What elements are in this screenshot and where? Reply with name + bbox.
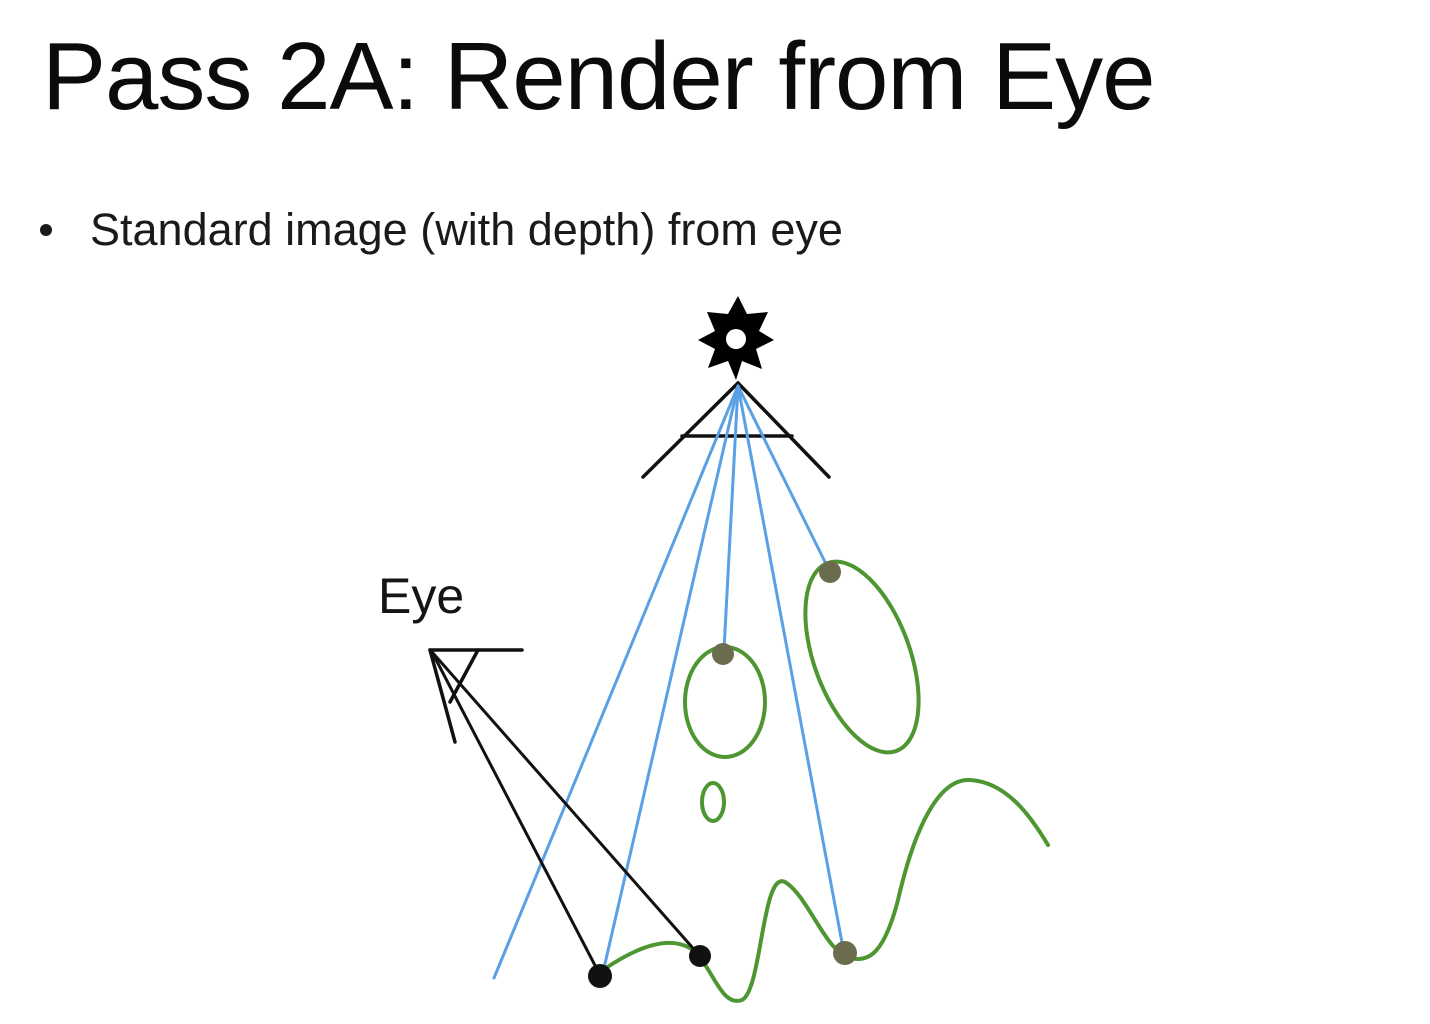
bullet-dot: [40, 224, 52, 236]
hit-point: [833, 941, 857, 965]
slide-title: Pass 2A: Render from Eye: [42, 23, 1155, 130]
tall-ellipse-object: [803, 559, 921, 755]
hit-point: [819, 561, 841, 583]
bullet-list: Standard image (with depth) from eye: [40, 200, 843, 260]
eye-camera-left-edge: [428, 648, 457, 744]
light-ray: [602, 384, 740, 970]
tiny-ellipse-object: [700, 781, 726, 823]
eye-ray: [430, 650, 701, 957]
sun-center: [726, 329, 746, 349]
light-camera-icon: [641, 381, 831, 479]
light-ray: [736, 384, 830, 570]
light-rays: [492, 384, 845, 980]
light-camera-right-edge: [736, 381, 831, 479]
scene-geometry: [604, 559, 1050, 1003]
eye-ray: [430, 650, 602, 977]
light-ray: [736, 384, 845, 950]
bullet-text: Standard image (with depth) from eye: [90, 204, 843, 255]
light-camera-left-edge: [641, 381, 740, 479]
eye-rays: [430, 650, 701, 977]
light-hit-points: [712, 561, 857, 965]
light-ray: [722, 384, 740, 652]
light-ray: [492, 384, 740, 980]
bullet-item: Standard image (with depth) from eye: [40, 200, 843, 260]
eye-sample-point: [588, 964, 612, 988]
hit-point: [712, 643, 734, 665]
eye-label: Eye: [378, 568, 464, 624]
eye-sample-point: [689, 945, 711, 967]
ground-curve: [604, 777, 1050, 1003]
eye-sample-points: [588, 945, 711, 988]
sun-icon: [698, 296, 774, 380]
